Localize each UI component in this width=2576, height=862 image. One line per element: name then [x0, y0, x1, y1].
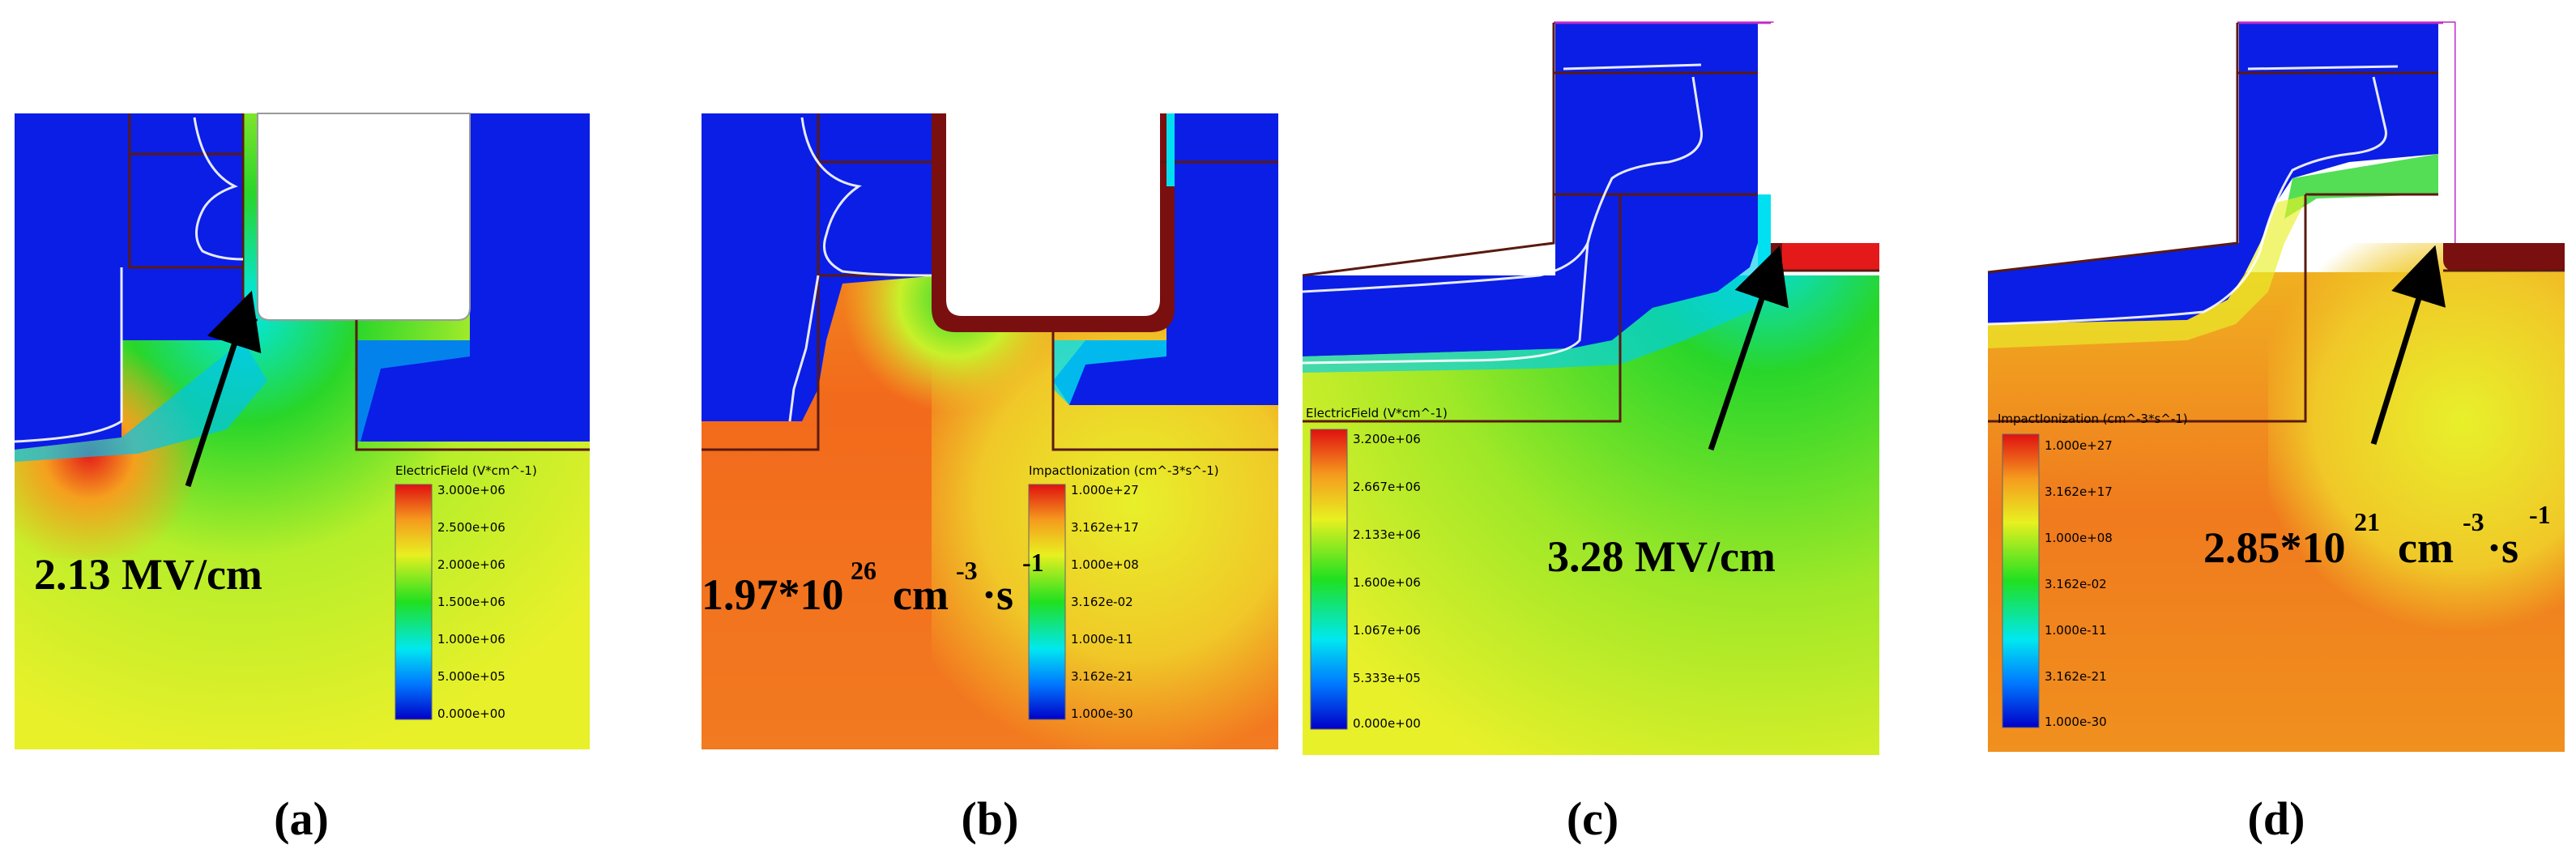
panel-b-annotation-dot: ·s: [982, 570, 1013, 619]
panel-c-gate-right: [1771, 23, 1782, 243]
panel-d-annotation-dot: ·s: [2487, 523, 2518, 572]
caption-c: (c): [1567, 792, 1619, 845]
panel-d-annotation-exp1: 21: [2354, 507, 2380, 536]
panel-c-tick-1: 2.667e+06: [1353, 480, 1421, 494]
panel-b: ImpactIonization (cm^-3*s^-1) 1.000e+27 …: [702, 113, 1278, 749]
panel-a-tick-1: 2.500e+06: [437, 520, 505, 535]
panel-a-legend: ElectricField (V*cm^-1) 3.000e+06 2.500e…: [395, 463, 537, 721]
panel-c-colorbar: [1310, 429, 1348, 730]
panel-b-blue-right: [1053, 113, 1278, 405]
panel-c-legend-title: ElectricField (V*cm^-1): [1306, 406, 1448, 420]
panel-b-annotation: 1.97*10 26 cm -3 ·s -1: [702, 548, 1044, 619]
panel-b-colorbar: [1028, 484, 1066, 720]
panel-a-cyan-edge-right: [356, 340, 470, 442]
panel-c-annotation: 3.28 MV/cm: [1547, 532, 1776, 581]
panel-d-tick-2: 1.000e+08: [2045, 531, 2113, 545]
panel-d-annotation-exp2: -3: [2463, 507, 2484, 536]
panel-b-tick-3: 3.162e-02: [1071, 595, 1133, 609]
panel-b-tick-4: 1.000e-11: [1071, 632, 1133, 646]
panel-a-tick-4: 1.000e+06: [437, 632, 505, 646]
panel-b-legend: ImpactIonization (cm^-3*s^-1) 1.000e+27 …: [1028, 463, 1219, 721]
panel-c-contour: [1302, 63, 1703, 365]
panel-d: ImpactIonization (cm^-3*s^-1) 1.000e+27 …: [1987, 21, 2565, 752]
panel-d-annotation-base: 2.85*10: [2203, 523, 2346, 572]
caption-b: (b): [962, 792, 1019, 845]
panel-a-legend-title: ElectricField (V*cm^-1): [395, 463, 537, 478]
panel-c-structure: [1302, 23, 1879, 423]
panel-d-colorbar: [2002, 433, 2040, 728]
panel-d-legend: ImpactIonization (cm^-3*s^-1) 1.000e+27 …: [1998, 412, 2188, 729]
panel-b-annotation-exp3: -1: [1022, 548, 1044, 577]
panel-b-annotation-unit: cm: [893, 570, 949, 619]
caption-a: (a): [274, 792, 329, 845]
panel-d-gate-right: [2443, 23, 2454, 243]
panel-c-tick-3: 1.600e+06: [1353, 575, 1421, 590]
panel-d-tick-3: 3.162e-02: [2045, 577, 2107, 591]
panel-a-tick-6: 0.000e+00: [437, 706, 505, 721]
panel-c-tick-0: 3.200e+06: [1353, 432, 1421, 446]
panel-d-green-band: [2284, 154, 2438, 219]
panel-a-tick-3: 1.500e+06: [437, 595, 505, 609]
panel-b-tick-1: 3.162e+17: [1071, 520, 1139, 535]
panel-b-annotation-exp2: -3: [956, 556, 978, 585]
panel-d-blue: [1988, 23, 2438, 324]
panel-d-structure: [1987, 23, 2565, 423]
panel-d-yellow-band: [1988, 194, 2309, 348]
panel-d-tick-1: 3.162e+17: [2045, 484, 2113, 499]
panel-a: ElectricField (V*cm^-1) 3.000e+06 2.500e…: [14, 113, 590, 749]
panel-c-cyan-column: [1758, 194, 1771, 267]
panel-c-tick-6: 0.000e+00: [1353, 716, 1421, 731]
panel-b-legend-title: ImpactIonization (cm^-3*s^-1): [1029, 463, 1219, 478]
panel-c-tick-5: 5.333e+05: [1353, 671, 1421, 685]
panel-c-red-field: [1782, 243, 1879, 271]
panel-c-legend: ElectricField (V*cm^-1) 3.200e+06 2.667e…: [1306, 406, 1448, 731]
panel-a-arrow: [185, 290, 262, 488]
panel-d-yellow-region: [2268, 243, 2565, 752]
panel-a-tick-0: 3.000e+06: [437, 483, 505, 497]
panel-b-tick-2: 1.000e+08: [1071, 557, 1139, 572]
panel-c-tick-4: 1.067e+06: [1353, 623, 1421, 638]
panel-c-red-corner: [1771, 243, 1782, 271]
panel-a-contour: [14, 117, 244, 443]
panel-d-legend-title: ImpactIonization (cm^-3*s^-1): [1998, 412, 2188, 426]
panel-d-tick-5: 3.162e-21: [2045, 669, 2107, 684]
panel-c-cyan-band: [1303, 243, 1758, 373]
caption-d: (d): [2248, 792, 2305, 845]
panel-b-tick-5: 3.162e-21: [1071, 669, 1133, 684]
panel-b-cyan-right: [1053, 340, 1166, 405]
panel-b-cyan-right-edge: [1166, 113, 1175, 186]
panel-b-blue-left: [702, 113, 940, 421]
panel-c-arrow: [1708, 245, 1789, 451]
panel-b-annotation-exp1: 26: [851, 556, 876, 585]
panel-a-tick-5: 5.000e+05: [437, 669, 505, 684]
panel-d-contour: [1987, 65, 2399, 326]
panel-d-tick-6: 1.000e-30: [2045, 715, 2107, 729]
panel-a-trench: [257, 113, 471, 321]
panel-d-tick-0: 1.000e+27: [2045, 438, 2113, 453]
panel-b-tick-0: 1.000e+27: [1071, 483, 1139, 497]
panel-d-tick-4: 1.000e-11: [2045, 623, 2107, 638]
panel-d-arrow: [2370, 245, 2446, 446]
panel-a-tick-2: 2.000e+06: [437, 557, 505, 572]
panel-d-annotation-exp3: -1: [2529, 500, 2551, 529]
panel-d-annotation: 2.85*10 21 cm -3 ·s -1: [2203, 500, 2551, 572]
panel-b-contour: [788, 117, 932, 422]
panel-b-annotation-base: 1.97*10: [702, 570, 844, 619]
panel-c: ElectricField (V*cm^-1) 3.200e+06 2.667e…: [1302, 21, 1879, 755]
panel-b-tick-6: 1.000e-30: [1071, 706, 1133, 721]
panel-a-colorbar: [395, 484, 433, 720]
panel-a-blue-left: [15, 113, 251, 450]
panel-c-blue: [1303, 23, 1758, 356]
panel-a-annotation: 2.13 MV/cm: [34, 550, 262, 599]
panel-a-structure: [128, 113, 590, 451]
panel-d-annotation-unit: cm: [2398, 523, 2454, 572]
panel-d-darkred-corner: [2443, 243, 2454, 271]
panel-d-darkred-field: [2454, 243, 2565, 271]
panel-b-trench: [946, 113, 1160, 316]
panel-c-tick-2: 2.133e+06: [1353, 527, 1421, 542]
